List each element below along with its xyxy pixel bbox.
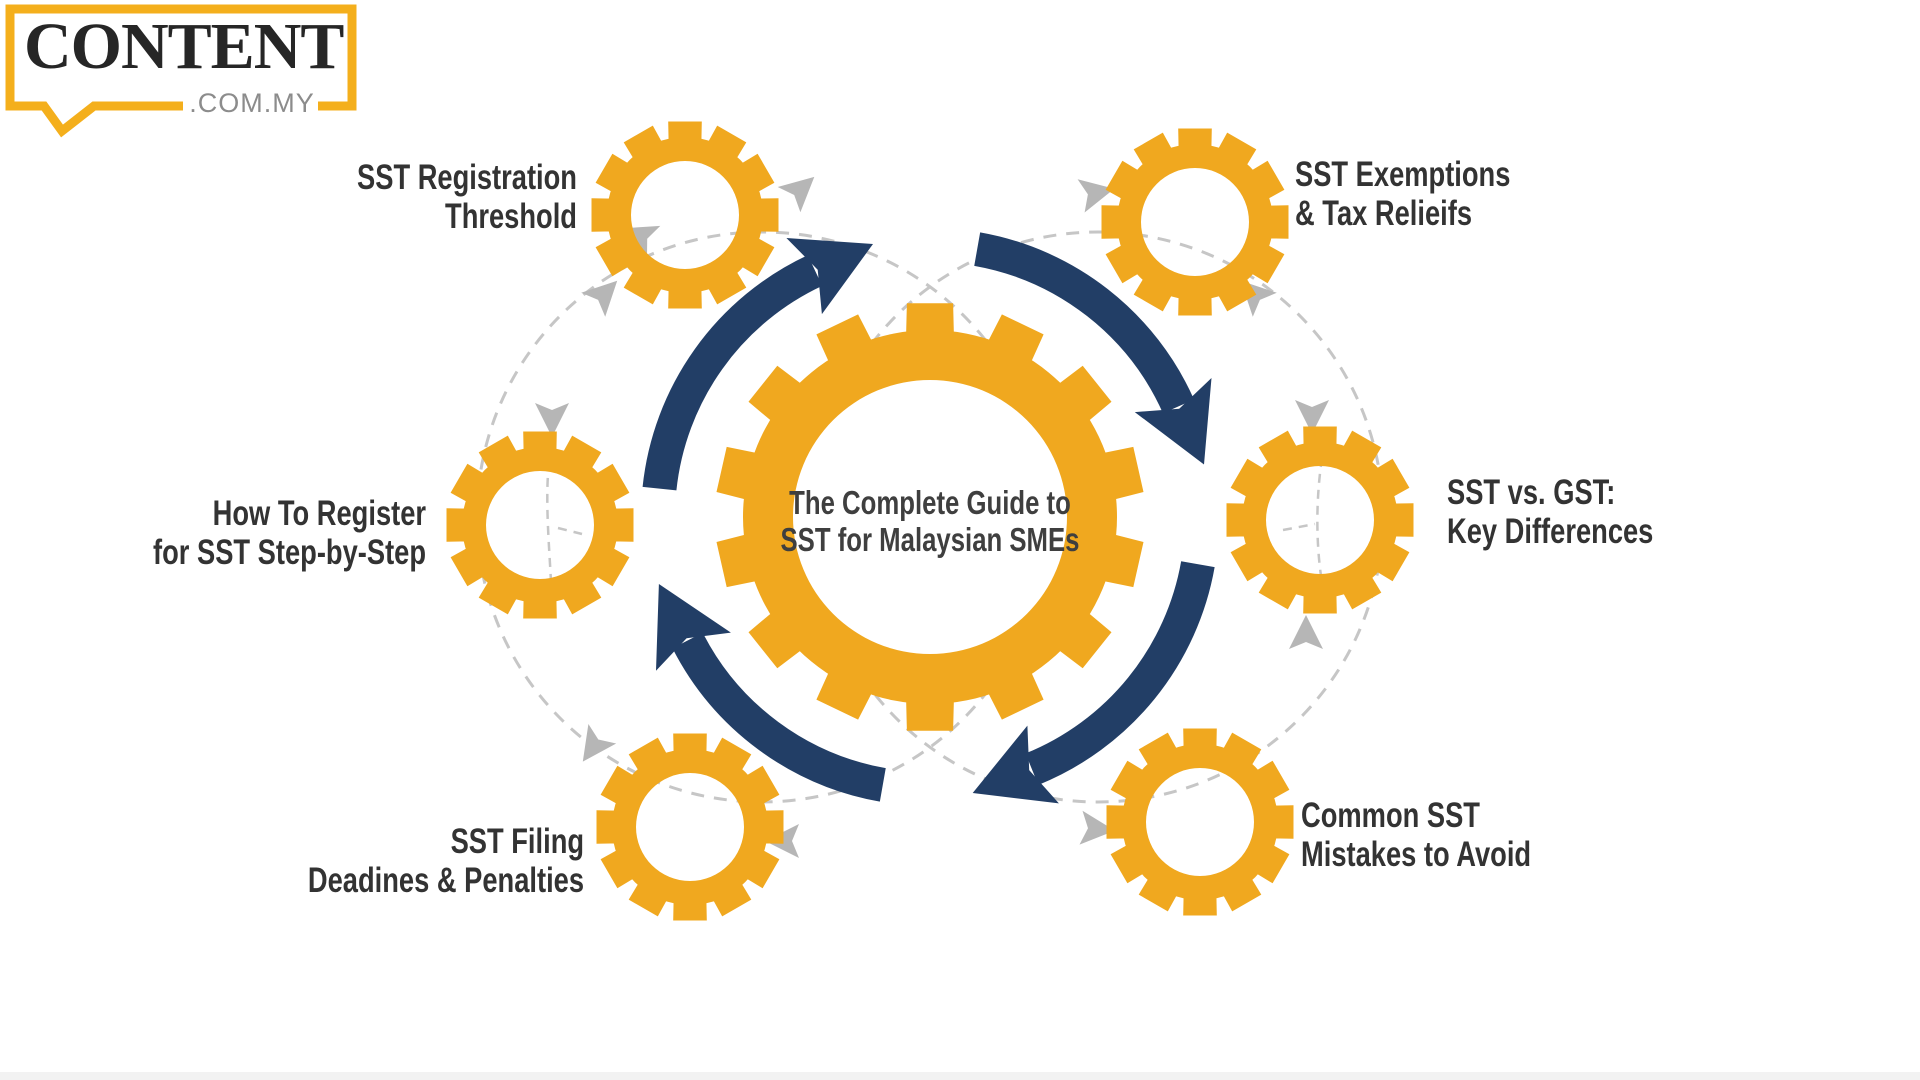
connector-arrowhead xyxy=(535,403,569,437)
connector-dash-mark xyxy=(546,461,553,583)
connector-arrowhead xyxy=(582,724,617,762)
connector-arrowhead xyxy=(777,176,815,213)
gear-bottom-right xyxy=(1106,728,1294,916)
label-exemptions-reliefs: SST Exemptions & Tax Relieifs xyxy=(1295,155,1511,233)
label-how-to-register: How To Register for SST Step-by-Step xyxy=(152,494,426,572)
gear-top-left xyxy=(591,121,779,309)
bottom-edge-strip xyxy=(0,1072,1920,1080)
diagram-title: The Complete Guide to SST for Malaysian … xyxy=(780,484,1080,558)
gear-bottom-left xyxy=(596,733,784,921)
gear-top-right xyxy=(1101,128,1289,316)
connector-arrowhead xyxy=(1079,810,1115,845)
rotation-arc-bottom-left xyxy=(672,632,886,802)
center-hub-background xyxy=(780,367,1080,667)
content-com-my-logo: CONTENT .COM.MY xyxy=(0,0,370,150)
gear-middle-right xyxy=(1226,426,1414,614)
rotation-arc-bottom-right xyxy=(1025,561,1215,785)
rotation-arrowhead-left xyxy=(656,584,731,671)
rotation-arrowhead-bottom xyxy=(972,725,1059,804)
label-registration-threshold: SST Registration Threshold xyxy=(357,158,577,236)
connector-arrowhead xyxy=(1077,179,1115,213)
label-filing-deadlines: SST Filing Deadines & Penalties xyxy=(307,822,584,900)
rotation-arrowhead-top xyxy=(786,238,873,315)
connector-arrowhead xyxy=(581,280,618,317)
connector-dash-mark xyxy=(1316,457,1324,577)
connector-dash-mark xyxy=(1282,522,1316,532)
speech-bubble-icon xyxy=(5,4,357,138)
label-common-mistakes: Common SST Mistakes to Avoid xyxy=(1301,796,1532,874)
connector-arrowhead xyxy=(1295,400,1329,434)
center-gear xyxy=(716,303,1144,731)
rotation-arrowhead-right xyxy=(1134,378,1212,465)
rotation-arc-top-right xyxy=(974,232,1195,414)
label-sst-vs-gst: SST vs. GST: Key Differences xyxy=(1447,473,1654,551)
connector-dash-mark xyxy=(557,526,583,536)
rotation-arc-top-left xyxy=(642,255,823,491)
gear-middle-left xyxy=(446,431,634,619)
logo-brand-text: CONTENT xyxy=(24,10,344,83)
logo-domain-text: .COM.MY xyxy=(189,88,315,118)
connector-arrowhead xyxy=(1289,615,1323,649)
speech-bubble-outline xyxy=(5,4,357,138)
